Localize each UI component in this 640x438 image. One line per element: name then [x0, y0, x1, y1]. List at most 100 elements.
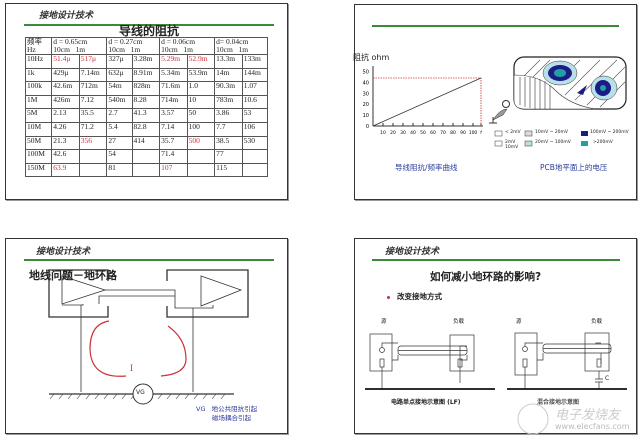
- table-cell: 632μ: [106, 67, 133, 83]
- table-cell: 7.14: [159, 121, 188, 137]
- y-tick-label: 40: [363, 80, 369, 86]
- table-cell: 100k: [24, 81, 53, 96]
- table-cell: 3.57: [159, 108, 188, 123]
- table-cell: 5.4: [106, 121, 133, 137]
- divider: [372, 259, 620, 261]
- table-cell: 35.7: [159, 135, 188, 151]
- legend-gt-200mv: >200mV: [593, 140, 613, 145]
- table-cell: 5M: [24, 108, 53, 123]
- table-cell: 714m: [159, 94, 188, 110]
- y-tick-label: 10: [363, 113, 369, 119]
- pcb-caption: PCB地平面上的电压: [540, 163, 608, 172]
- vg-source-label: VG: [136, 389, 145, 396]
- x-tick-label: 100: [469, 130, 478, 136]
- table-cell: 21.3: [51, 135, 80, 151]
- table-cell: 1M: [24, 94, 53, 110]
- table-cell: 7.7: [214, 121, 243, 137]
- ground-hatch: [166, 393, 172, 400]
- table-cell: 82.8: [131, 121, 161, 137]
- table-cell: 106: [241, 121, 269, 137]
- ground-hatch: [184, 393, 190, 400]
- table-cell: 51.4μ: [51, 54, 80, 69]
- table-cell: 81: [106, 162, 133, 178]
- bullet-text: 改变接地方式: [397, 292, 442, 301]
- ground-loop-diagram: [48, 269, 249, 405]
- current-label: I: [130, 363, 133, 373]
- table-cell: 71.6m: [159, 81, 188, 96]
- table-cell: 5.34m: [159, 67, 188, 83]
- table-cell: 327μ: [106, 54, 133, 69]
- legend-2-10mv: 2mV 10mV: [505, 140, 519, 150]
- table-cell: 1.07: [241, 81, 269, 96]
- table-cell: 133m: [241, 54, 269, 69]
- table-cell: [241, 162, 269, 178]
- grounding-diagrams: [365, 332, 627, 435]
- table-cell: 53.9m: [186, 67, 216, 83]
- y-tick-label: 20: [363, 102, 369, 108]
- table-cell: 10: [186, 94, 216, 110]
- table-cell: 3.28m: [131, 54, 161, 69]
- table-cell: 429μ: [51, 67, 80, 83]
- table-cell: [186, 162, 216, 178]
- table-cell: 7.14m: [78, 67, 108, 83]
- table-cell: 10M: [24, 121, 53, 137]
- slide-header: 接地设计技术: [39, 11, 94, 21]
- ground-hatch: [103, 393, 109, 400]
- x-tick-label: 40: [410, 130, 416, 136]
- x-tick-label: f: [480, 130, 482, 136]
- ground-hatch: [49, 393, 55, 400]
- table-cell: 100M: [24, 149, 53, 164]
- x-tick-label: 10: [380, 130, 386, 136]
- ground-hatch: [157, 393, 163, 400]
- ground-hatch: [94, 393, 100, 400]
- table-cell: 54: [106, 149, 133, 164]
- ground-hatch: [58, 393, 64, 400]
- ground-hatch: [85, 393, 91, 400]
- table-cell: 3.86: [214, 108, 243, 123]
- impedance-line: [372, 77, 482, 127]
- table-cell: 10Hz: [24, 54, 53, 69]
- table-cell: 1k: [24, 67, 53, 83]
- table-cell: 42.6m: [51, 81, 80, 96]
- table-cell: 42.6: [51, 149, 80, 164]
- x-tick-label: 30: [400, 130, 406, 136]
- table-cell: [78, 162, 108, 178]
- legend-lt-2mv: < 2mV: [505, 130, 521, 135]
- ground-hatch: [202, 393, 208, 400]
- legend-10-20mv: 10mV ~ 20mV: [535, 130, 569, 135]
- bullet-dot: [387, 296, 390, 299]
- table-cell: 1.0: [186, 81, 216, 96]
- x-tick-label: 50: [420, 130, 426, 136]
- table-cell: 38.5: [214, 135, 243, 151]
- watermark-url: www.elecfans.com: [555, 422, 630, 431]
- table-cell: 4.26: [51, 121, 80, 137]
- table-cell: [241, 149, 269, 164]
- ground-hatch: [112, 393, 118, 400]
- table-cell: [78, 149, 108, 164]
- x-tick-label: 90: [460, 130, 466, 136]
- load-label-1: 负载: [453, 319, 465, 325]
- slide-ground-loop: 接地设计技术 地线问题－地环路 I VG VG 地公共阻抗引起 磁场耦合引起: [5, 238, 288, 434]
- table-cell: 41.3: [131, 108, 161, 123]
- chart-caption: 导线阻抗/频率曲线: [395, 163, 458, 172]
- table-cell: 54m: [106, 81, 133, 96]
- table-cell: 5.29m: [159, 54, 188, 69]
- source-label-2: 源: [516, 319, 522, 325]
- divider: [372, 25, 619, 27]
- table-cell: 71.4: [159, 149, 188, 164]
- caption-hybrid: 混合接地示意图: [537, 399, 580, 406]
- caption-single-point: 电路单点接地示意图 (LF): [391, 399, 461, 406]
- table-cell: 27: [106, 135, 133, 151]
- slide-title: 地线问题－地环路: [29, 269, 117, 282]
